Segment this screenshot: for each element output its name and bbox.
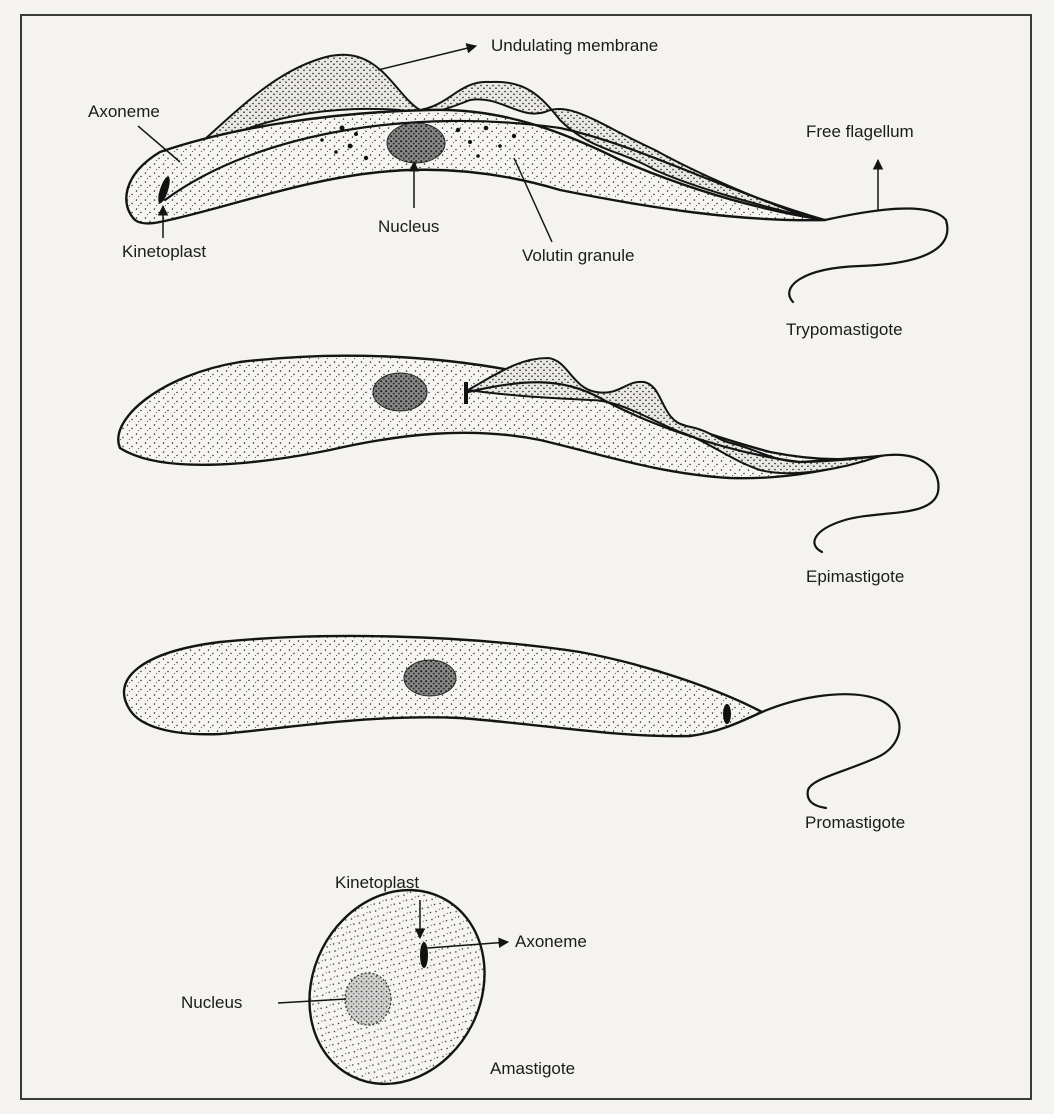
label-kinetoplast-amastigote: Kinetoplast	[335, 873, 419, 893]
label-trypomastigote: Trypomastigote	[786, 320, 903, 340]
label-nucleus: Nucleus	[378, 217, 439, 237]
label-axoneme-amastigote: Axoneme	[515, 932, 587, 952]
amastigote-body	[277, 860, 517, 1114]
label-nucleus-amastigote: Nucleus	[181, 993, 242, 1013]
epimastigote-kinetoplast	[464, 382, 468, 404]
amastigote-drawing	[277, 860, 517, 1114]
promastigote-nucleus	[404, 660, 456, 696]
label-epimastigote: Epimastigote	[806, 567, 904, 587]
label-undulating-membrane: Undulating membrane	[491, 36, 658, 56]
epimastigote-drawing	[118, 356, 938, 552]
label-free-flagellum: Free flagellum	[806, 122, 914, 142]
amastigote-nucleus	[345, 973, 391, 1025]
label-promastigote: Promastigote	[805, 813, 905, 833]
trypomastigote-free-flagellum	[789, 208, 947, 302]
promastigote-drawing	[124, 636, 900, 808]
label-kinetoplast: Kinetoplast	[122, 242, 206, 262]
label-axoneme: Axoneme	[88, 102, 160, 122]
trypomastigote-nucleus	[387, 123, 445, 163]
promastigote-free-flagellum	[762, 694, 900, 808]
label-amastigote: Amastigote	[490, 1059, 575, 1079]
epimastigote-nucleus	[373, 373, 427, 411]
label-volutin-granule: Volutin granule	[522, 246, 634, 266]
amastigote-kinetoplast	[420, 942, 428, 968]
promastigote-kinetoplast	[723, 704, 731, 724]
